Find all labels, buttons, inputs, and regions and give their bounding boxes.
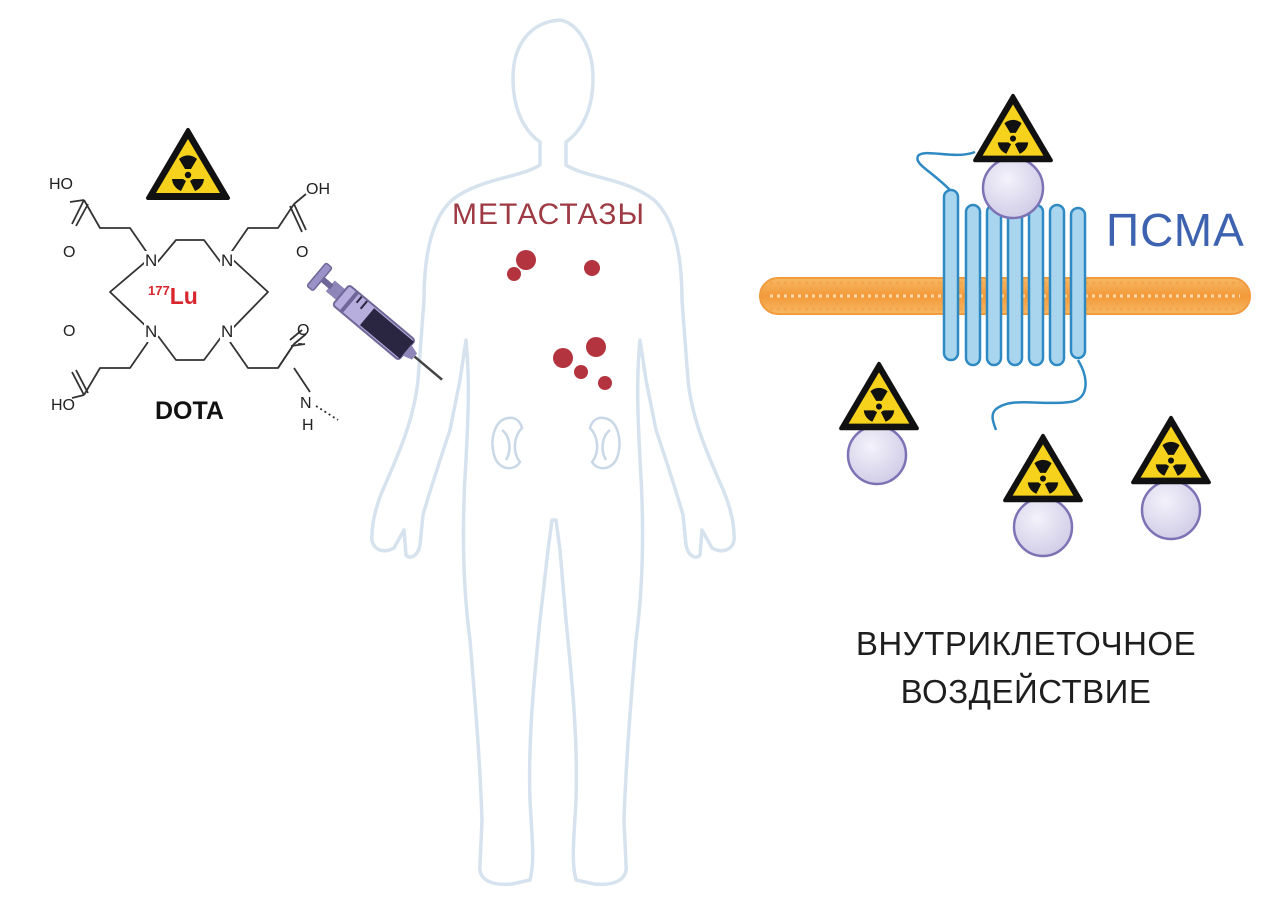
metastasis-dot (507, 267, 521, 281)
chem-label-n: N (144, 322, 159, 342)
chem-label-n: N (220, 322, 235, 342)
chem-label-oh: OH (306, 181, 330, 198)
psma-label: ПСМА (1106, 204, 1245, 256)
chem-label-n: N (300, 395, 312, 412)
chem-label-h: H (302, 417, 314, 434)
radiation-hazard-icon (1003, 433, 1083, 503)
ligand-sphere (1012, 496, 1074, 558)
chem-label-o: O (296, 244, 309, 261)
chem-label-o: O (63, 323, 76, 340)
chem-label-ho: HO (49, 176, 73, 193)
cell-membrane (759, 277, 1251, 315)
radiation-hazard-icon (146, 128, 230, 200)
chem-label-ho: HO (51, 397, 75, 414)
chem-label-o: O (63, 244, 76, 261)
psma-receptor (916, 150, 1087, 431)
radiation-hazard-icon (1131, 415, 1211, 485)
syringe-icon (306, 262, 443, 381)
isotope-mass: 177 (148, 283, 170, 298)
chem-label-n: N (220, 251, 235, 271)
isotope-label: 177Lu (148, 283, 198, 310)
intracellular-effect-label: ВНУТРИКЛЕТОЧНОЕ ВОЗДЕЙСТВИЕ (800, 620, 1252, 716)
kidney-icon (491, 416, 621, 470)
human-body-icon (370, 18, 736, 887)
effect-line-1: ВНУТРИКЛЕТОЧНОЕ (855, 625, 1197, 662)
metastasis-dot (598, 376, 612, 390)
metastasis-dot (586, 337, 606, 357)
radiation-hazard-icon (973, 93, 1053, 163)
ligand-sphere (846, 424, 908, 486)
dota-structure (69, 193, 339, 421)
metastasis-dots (507, 250, 612, 390)
metastasis-dot (584, 260, 600, 276)
metastasis-dot (516, 250, 536, 270)
effect-line-2: ВОЗДЕЙСТВИЕ (900, 673, 1152, 710)
chem-label-o: O (297, 322, 310, 339)
ligand-sphere (981, 156, 1045, 220)
isotope-symbol: Lu (169, 283, 198, 309)
dota-label: DOTA (155, 397, 224, 425)
metastases-label: МЕТАСТАЗЫ (452, 198, 646, 231)
metastasis-dot (574, 365, 588, 379)
chem-label-n: N (144, 251, 159, 271)
radiation-hazard-icon (839, 361, 919, 431)
ligand-sphere (1140, 479, 1202, 541)
metastasis-dot (553, 348, 573, 368)
